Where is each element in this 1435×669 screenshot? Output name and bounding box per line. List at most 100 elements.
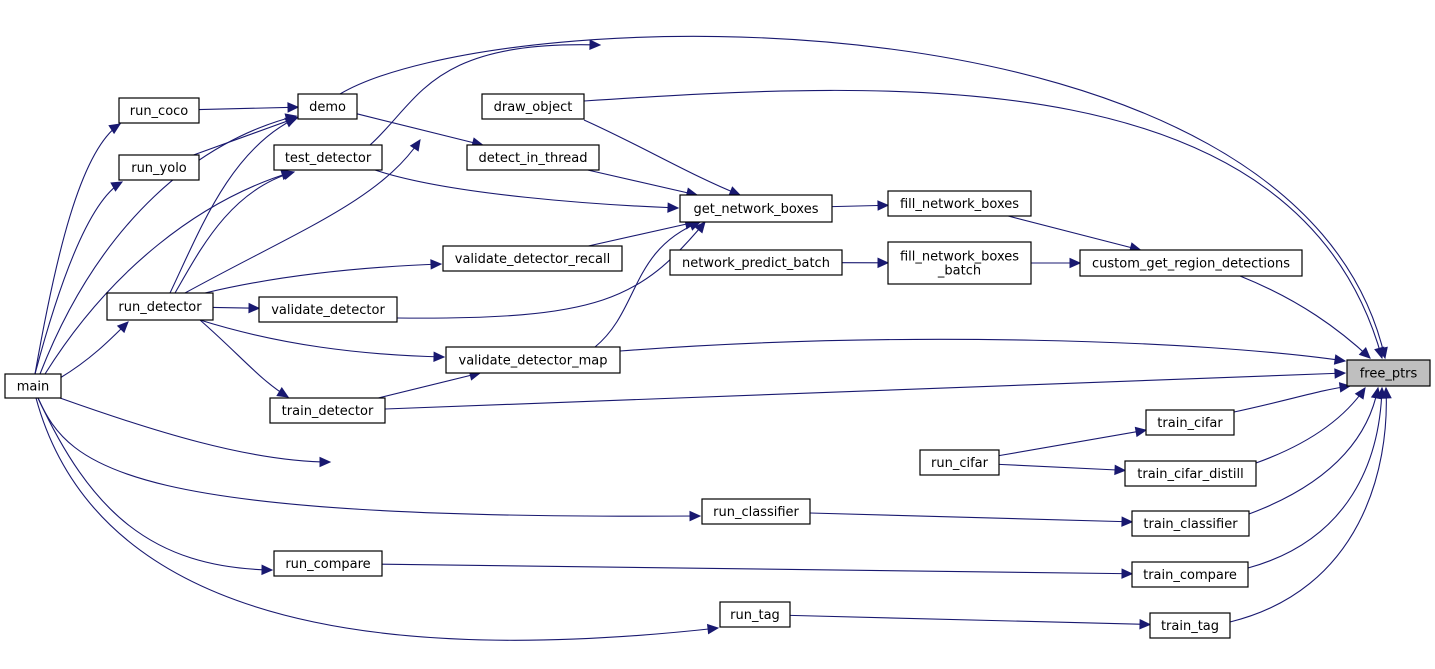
node-run-compare[interactable]: run_compare <box>273 550 383 577</box>
node-box-validate-detector-map <box>445 346 621 374</box>
node-demo[interactable]: demo <box>297 93 358 120</box>
node-label-run-detector: run_detector <box>118 300 202 315</box>
node-label-detect-in-thread: detect_in_thread <box>478 151 587 166</box>
node-box-train-classifier <box>1131 510 1250 537</box>
node-label-draw-object: draw_object <box>494 100 573 115</box>
node-run-coco[interactable]: run_coco <box>118 97 200 124</box>
edge-main-to-run-detector <box>59 321 129 379</box>
edge-line-main-to-run-compare <box>37 397 273 571</box>
node-run-classifier[interactable]: run_classifier <box>701 498 811 525</box>
edge-run-classifier-to-train-classifier <box>809 512 1134 527</box>
arrowhead-main-to-run-cifar <box>319 456 332 468</box>
edge-line-demo-to-free-ptrs <box>339 35 1386 359</box>
edge-main-to-run-coco <box>34 123 122 375</box>
node-label-train-cifar-distill: train_cifar_distill <box>1137 467 1243 482</box>
node-train-classifier[interactable]: train_classifier <box>1131 510 1250 537</box>
edge-line-fill-network-boxes-to-custom-get-region-detections <box>1007 215 1141 251</box>
node-label-demo: demo <box>309 100 346 115</box>
edge-line-run-classifier-to-train-classifier <box>809 512 1133 523</box>
node-box-custom-get-region-detections <box>1079 249 1303 277</box>
edge-train-detector-to-validate-detector-map <box>378 370 482 399</box>
node-get-network-boxes[interactable]: get_network_boxes <box>679 194 833 223</box>
arrowhead-run-detector-to-test-detector <box>282 169 296 180</box>
arrowhead-run-tag-to-train-tag <box>1139 618 1152 630</box>
edge-line-run-cifar-to-train-cifar <box>998 429 1147 457</box>
arrowhead-run-detector-to-validate-detector-map <box>433 351 446 363</box>
arrowhead-run-coco-to-demo <box>287 102 300 113</box>
edge-run-tag-to-train-tag <box>789 614 1152 630</box>
arrowhead-validate-detector-to-get-network-boxes <box>694 221 706 234</box>
edge-line-main-to-run-detector <box>59 321 129 379</box>
node-validate-detector-recall[interactable]: validate_detector_recall <box>442 245 623 272</box>
edge-run-cifar-to-train-cifar <box>998 426 1148 457</box>
edge-line-train-detector-to-free-ptrs <box>384 372 1346 410</box>
arrowhead-test-detector-to-get-network-boxes <box>667 202 680 213</box>
edge-line-main-to-demo <box>39 115 297 375</box>
arrowhead-validate-detector-map-to-free-ptrs <box>1333 354 1347 365</box>
edge-run-coco-to-demo <box>198 102 300 113</box>
node-train-cifar-distill[interactable]: train_cifar_distill <box>1124 460 1257 487</box>
node-box-free-ptrs <box>1346 359 1431 387</box>
edge-line-main-to-run-tag <box>35 397 719 641</box>
node-label-run-classifier: run_classifier <box>713 505 799 520</box>
edge-main-to-run-classifier <box>37 397 702 522</box>
edge-run-detector-to-draw-object <box>184 138 421 294</box>
node-train-tag[interactable]: train_tag <box>1149 612 1231 639</box>
edge-line-run-detector-to-validate-detector-map <box>199 319 445 358</box>
arrowhead-custom-get-region-detections-to-free-ptrs <box>1358 346 1371 359</box>
node-box-train-cifar <box>1145 409 1235 436</box>
node-train-cifar[interactable]: train_cifar <box>1145 409 1235 436</box>
node-box-test-detector <box>273 144 383 171</box>
node-draw-object[interactable]: draw_object <box>481 93 585 120</box>
arrowhead-run-cifar-to-train-cifar-distill <box>1114 464 1127 476</box>
edge-run-detector-to-validate-detector-map <box>199 319 446 363</box>
node-box-run-detector <box>106 292 214 321</box>
node-box-demo <box>297 93 358 120</box>
node-test-detector[interactable]: test_detector <box>273 144 383 171</box>
edge-train-cifar-to-free-ptrs <box>1233 382 1352 413</box>
node-train-compare[interactable]: train_compare <box>1131 561 1249 588</box>
node-custom-get-region-detections[interactable]: custom_get_region_detections <box>1079 249 1303 277</box>
edge-validate-detector-map-to-free-ptrs <box>619 338 1347 365</box>
node-label-train-tag: train_tag <box>1161 619 1219 634</box>
edge-line-test-detector-to-free-ptrs <box>369 44 601 146</box>
edge-custom-get-region-detections-to-free-ptrs <box>1239 275 1371 359</box>
edge-line-run-detector-to-demo <box>169 117 297 294</box>
edge-line-run-coco-to-demo <box>198 106 299 111</box>
arrowhead-main-to-run-detector <box>116 321 129 334</box>
edge-line-run-cifar-to-train-cifar-distill <box>998 463 1126 471</box>
edge-test-detector-to-free-ptrs <box>369 39 602 146</box>
node-free-ptrs[interactable]: free_ptrs <box>1346 359 1431 387</box>
edge-line-main-to-run-cifar <box>59 397 331 463</box>
node-box-run-tag <box>719 601 791 628</box>
node-label-free-ptrs: free_ptrs <box>1360 367 1418 382</box>
node-run-detector[interactable]: run_detector <box>106 292 214 321</box>
node-train-detector[interactable]: train_detector <box>269 397 386 424</box>
edge-fill-network-boxes-batch-to-custom-get-region-detections <box>1031 257 1082 269</box>
node-run-cifar[interactable]: run_cifar <box>919 449 1000 476</box>
node-fill-network-boxes-batch[interactable]: fill_network_boxes_batch <box>887 241 1032 285</box>
node-run-tag[interactable]: run_tag <box>719 601 791 628</box>
arrowhead-run-detector-to-draw-object <box>409 138 421 152</box>
edge-line-detect-in-thread-to-get-network-boxes <box>587 169 698 196</box>
node-label-fill-network-boxes-batch-1: _batch <box>937 264 981 279</box>
node-main[interactable]: main <box>4 373 62 399</box>
node-box-run-cifar <box>919 449 1000 476</box>
edge-run-detector-to-demo <box>169 117 298 294</box>
arrowhead-run-compare-to-train-compare <box>1121 568 1134 579</box>
edges-layer <box>34 35 1392 641</box>
node-run-yolo[interactable]: run_yolo <box>118 154 200 181</box>
arrowhead-main-to-run-tag <box>706 623 720 635</box>
edge-main-to-run-cifar <box>59 397 332 468</box>
edge-run-detector-to-test-detector <box>174 169 296 294</box>
arrowhead-fill-network-boxes-batch-to-custom-get-region-detections <box>1069 257 1082 269</box>
node-validate-detector-map[interactable]: validate_detector_map <box>445 346 621 374</box>
node-box-run-compare <box>273 550 383 577</box>
node-validate-detector[interactable]: validate_detector <box>258 296 398 323</box>
edge-detect-in-thread-to-get-network-boxes <box>587 169 699 198</box>
edge-line-run-tag-to-train-tag <box>789 614 1151 626</box>
node-network-predict-batch[interactable]: network_predict_batch <box>669 249 843 276</box>
node-fill-network-boxes[interactable]: fill_network_boxes <box>887 190 1032 217</box>
node-detect-in-thread[interactable]: detect_in_thread <box>466 144 600 171</box>
edge-line-run-detector-to-train-detector <box>199 319 289 398</box>
